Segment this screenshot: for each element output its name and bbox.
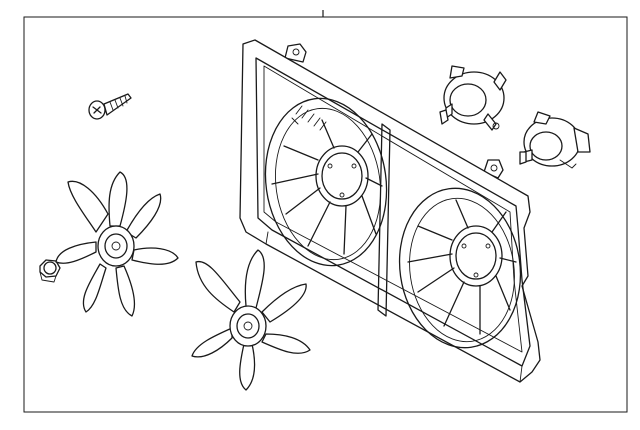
fan-blade-right-icon — [191, 249, 311, 391]
fan-blade-left-icon — [55, 171, 179, 317]
nut-icon — [39, 259, 61, 283]
fan-motor-lower-icon — [519, 111, 591, 169]
diagram-frame — [23, 16, 628, 413]
fan-motor-upper-icon — [439, 65, 507, 131]
fan-shroud-icon — [239, 39, 541, 383]
screw-icon — [88, 93, 132, 120]
